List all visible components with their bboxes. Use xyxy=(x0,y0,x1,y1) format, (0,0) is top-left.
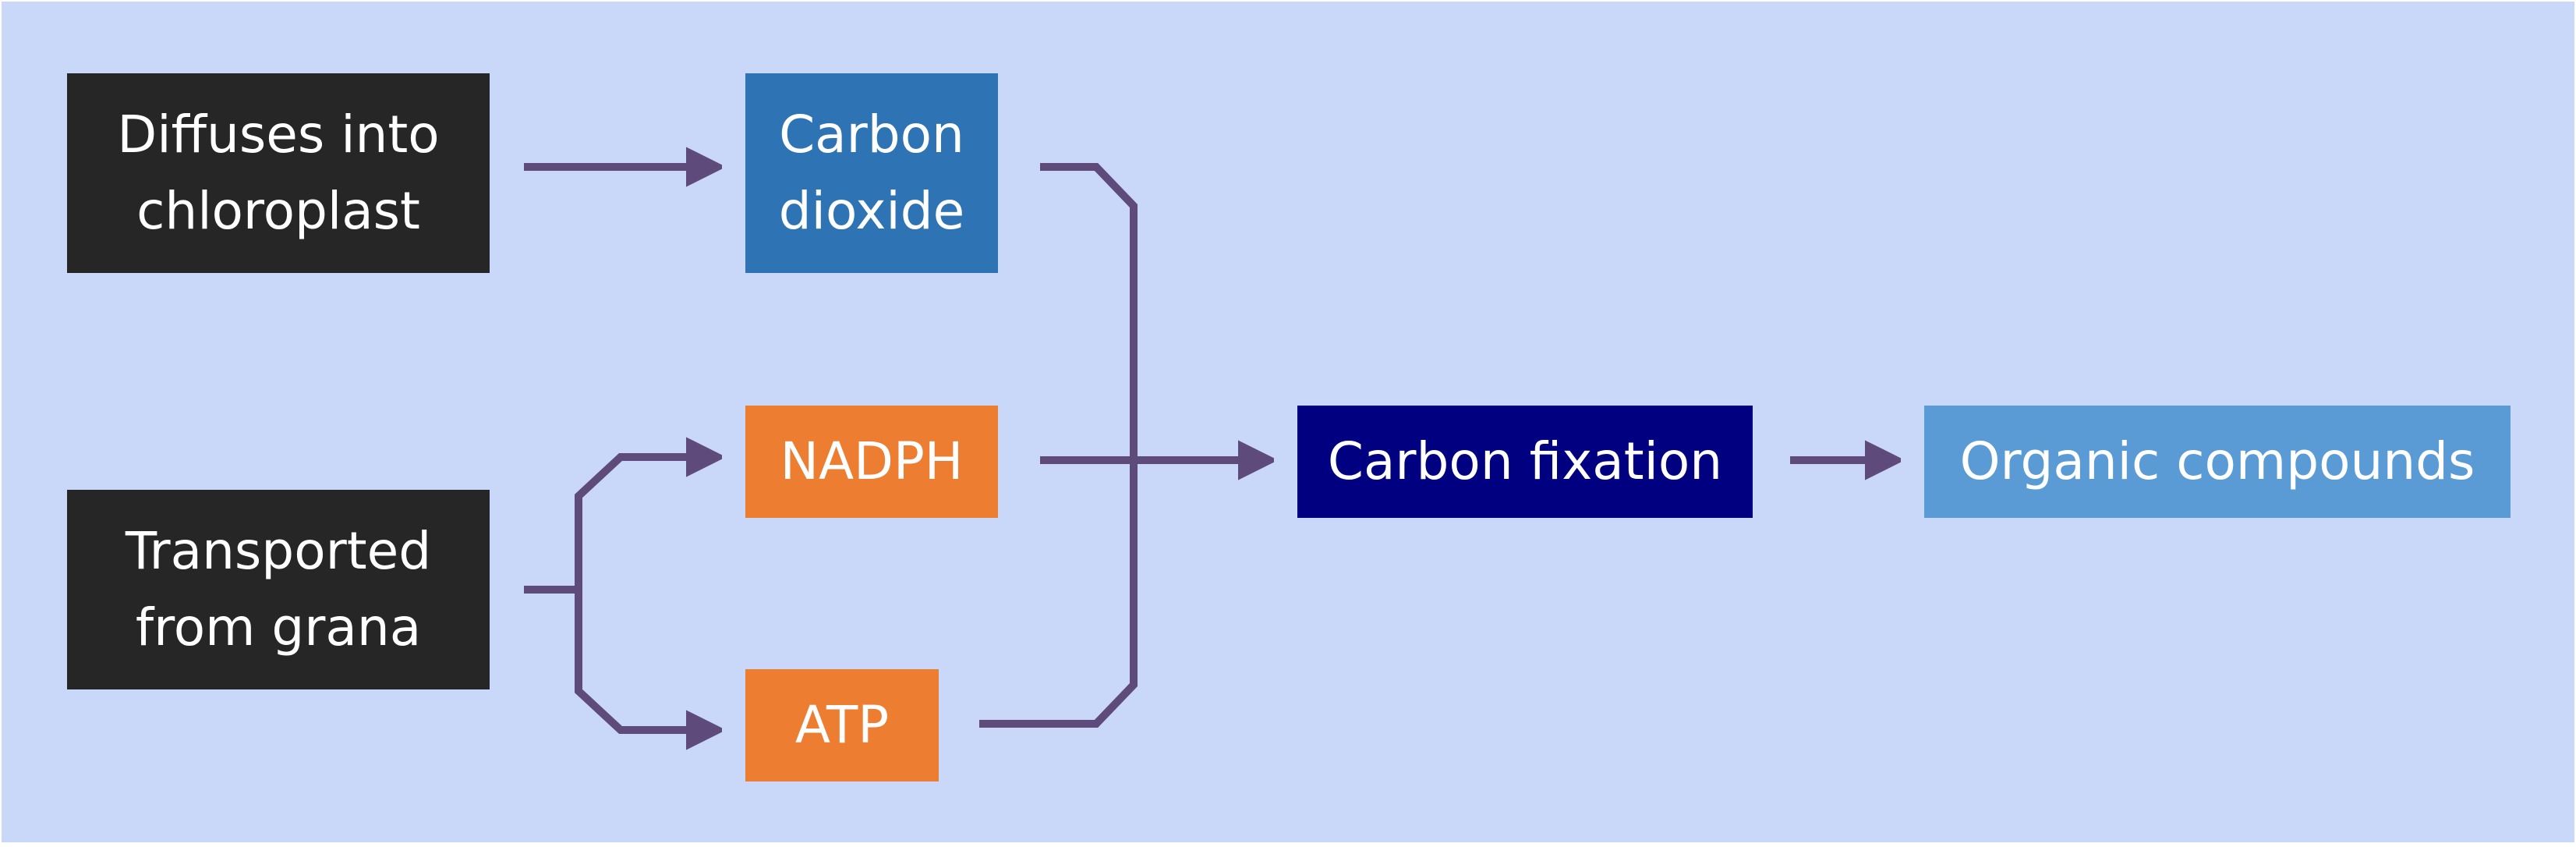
node-label: Carbon dioxide xyxy=(778,105,965,241)
node-carbon-dioxide: Carbon dioxide xyxy=(745,73,998,273)
connector-atp-to-junction xyxy=(979,460,1138,728)
node-label: ATP xyxy=(794,695,890,755)
node-organic-compounds: Organic compounds xyxy=(1924,406,2511,518)
node-transported-from-grana: Transported from grana xyxy=(67,490,490,689)
connector-transported-to-nadph xyxy=(575,457,686,590)
node-label: Transported from grana xyxy=(125,521,432,657)
node-label: Organic compounds xyxy=(1959,431,2475,491)
node-nadph: NADPH xyxy=(745,406,998,518)
node-atp: ATP xyxy=(745,669,939,781)
node-label: Carbon fixation xyxy=(1327,431,1723,491)
node-carbon-fixation: Carbon fixation xyxy=(1297,406,1753,518)
node-label: Diffuses into chloroplast xyxy=(117,105,440,241)
node-diffuses-into-chloroplast: Diffuses into chloroplast xyxy=(67,73,490,273)
node-label: NADPH xyxy=(780,431,964,491)
connector-transported-to-atp xyxy=(575,590,686,730)
connector-co2-to-junction xyxy=(1040,163,1138,460)
